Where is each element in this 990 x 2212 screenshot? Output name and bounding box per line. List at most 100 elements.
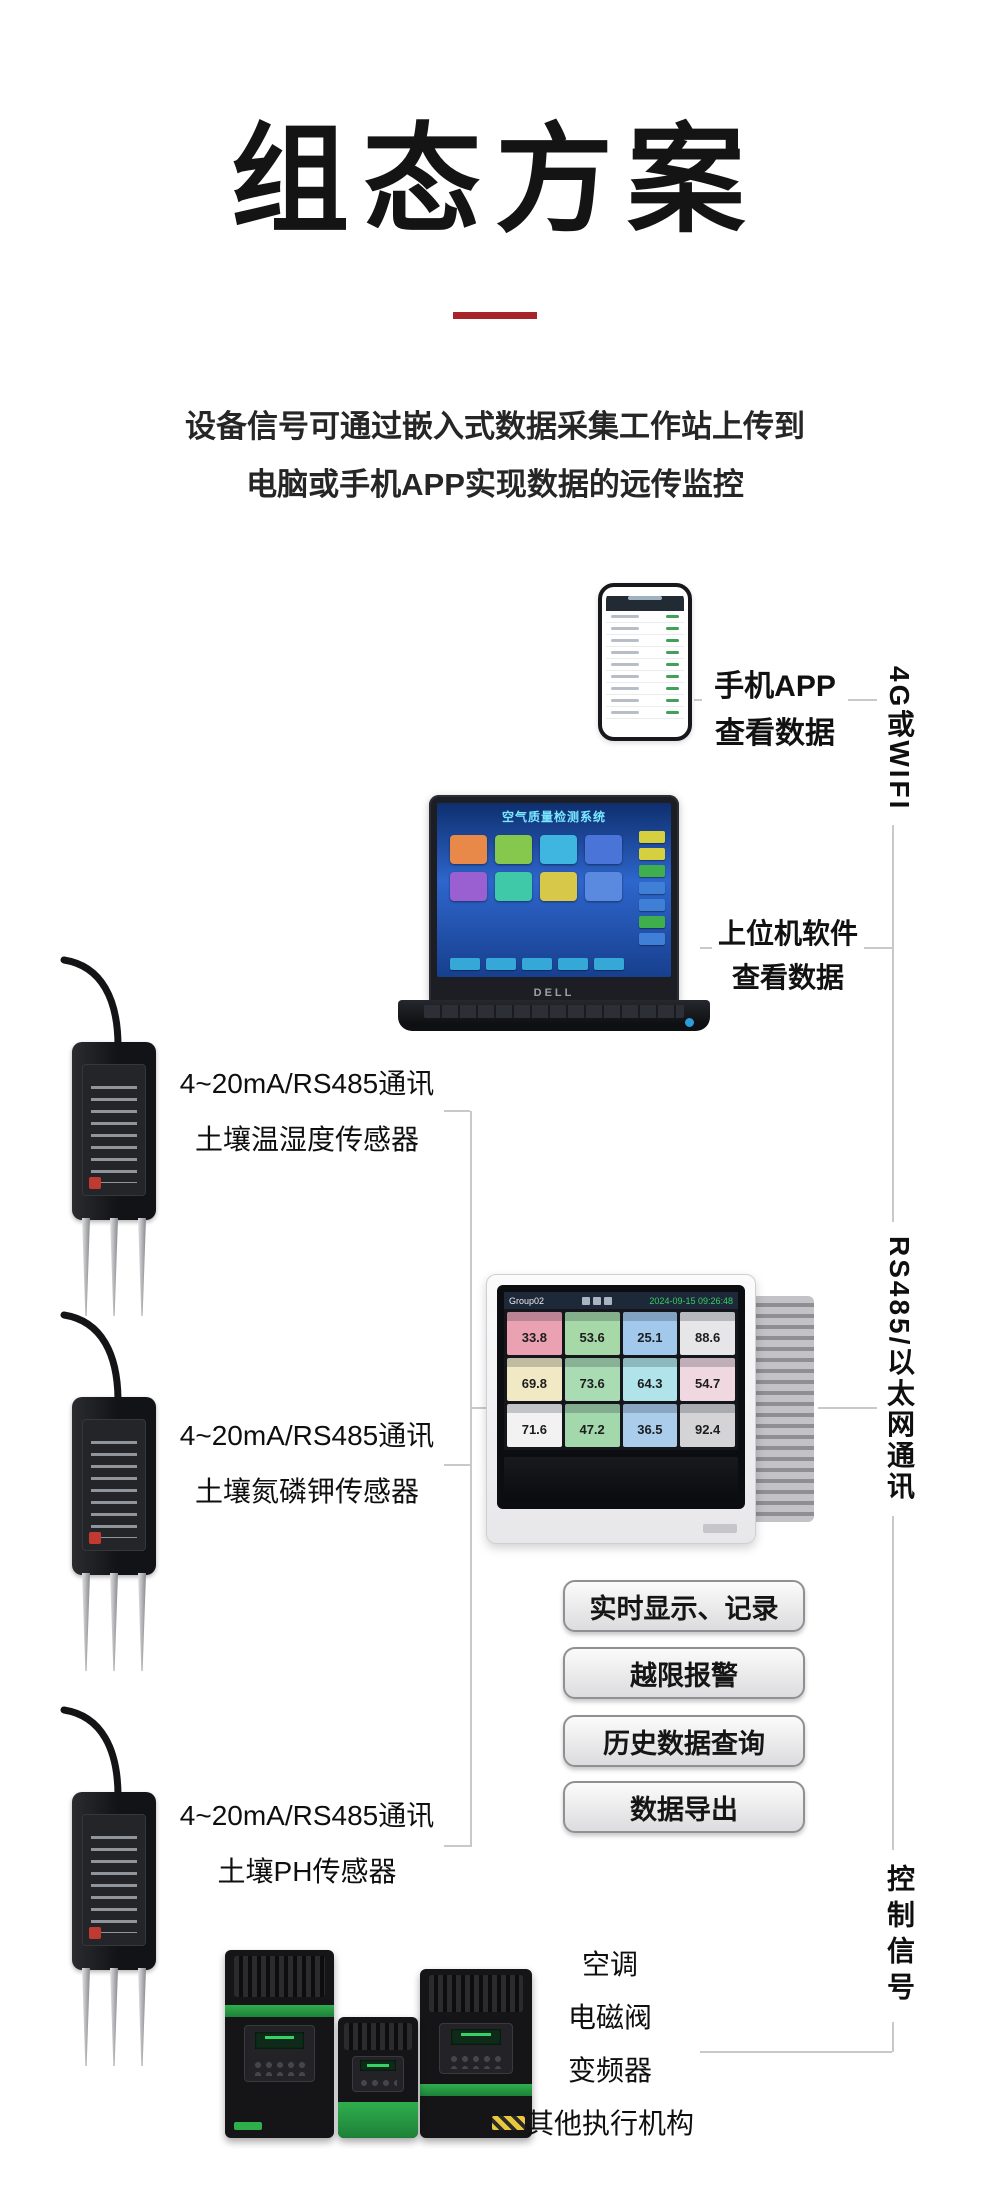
phone-list-row — [606, 611, 684, 623]
laptop-bottom-button — [486, 958, 516, 970]
laptop-display: 空气质量检测系统 — [437, 803, 671, 977]
phone-app-header — [606, 596, 684, 611]
recorder-front-door — [504, 1457, 738, 1502]
laptop-keyboard-deck — [398, 1000, 710, 1031]
smartphone-device — [598, 583, 692, 741]
laptop-tile — [585, 872, 622, 901]
laptop-bottom-button — [450, 958, 480, 970]
vfd-inverter-center — [338, 2017, 418, 2138]
recorder-channel-tile: 92.4 — [680, 1404, 735, 1447]
sensor1-label: 4~20mA/RS485通讯 土壤温湿度传感器 — [172, 1056, 442, 1168]
sensor-body — [72, 1792, 156, 1970]
vfd-display — [360, 2060, 396, 2072]
vfd-green-band — [225, 2004, 334, 2017]
recorder-channel-tile: 71.6 — [507, 1404, 562, 1447]
phone-list-row — [606, 695, 684, 707]
laptop-caption: 上位机软件 查看数据 — [712, 912, 864, 1000]
laptop-screen-title: 空气质量检测系统 — [501, 810, 606, 824]
recorder-brand-mark — [703, 1524, 737, 1533]
sensor-cable — [60, 1311, 122, 1405]
vfd-vents — [233, 1956, 326, 1998]
vfd-warning-label — [491, 2115, 526, 2130]
sensor-probe — [82, 1573, 90, 1671]
phone-list-row — [606, 659, 684, 671]
recorder-channel-tile: 33.8 — [507, 1312, 562, 1355]
actuator-label-vfd: 变频器 — [567, 2055, 652, 2086]
actuator-label-solenoid: 电磁阀 — [567, 2002, 652, 2033]
laptop-bottom-button — [594, 958, 624, 970]
channel-value: 64.3 — [637, 1376, 663, 1391]
channel-value: 33.8 — [521, 1330, 548, 1345]
bus-to-recorder-line — [470, 1407, 488, 1409]
laptop-bottom-button — [558, 958, 588, 970]
sensor1-stub-line — [444, 1110, 470, 1112]
recorder-channel-tile: 25.1 — [622, 1312, 678, 1355]
soil-ph-sensor — [58, 1700, 173, 2072]
laptop-tile-grid — [450, 835, 622, 901]
description-line-2: 电脑或手机APP实现数据的远传监控 — [246, 467, 744, 502]
recorder-screen: Group02 2024-09-15 09:26:48 33.8 53.6 25… — [504, 1292, 738, 1450]
laptop-side-button — [639, 933, 665, 945]
laptop-tile — [450, 872, 487, 901]
recorder-heatsink — [748, 1296, 814, 1522]
laptop-side-button — [639, 916, 665, 928]
sensor-probe — [138, 1218, 146, 1316]
vfd-keypad — [439, 2023, 513, 2074]
recorder-channel-tile: 36.5 — [622, 1404, 678, 1447]
sensor3-stub-line — [444, 1845, 470, 1847]
laptop-tile — [495, 872, 532, 901]
rail-label-rs485-ethernet: RS485/以太网通讯 — [877, 1222, 921, 1517]
rail-label-control-signal: 控制信号 — [877, 1850, 921, 2022]
description-line-1: 设备信号可通过嵌入式数据采集工作站上传到 — [185, 409, 805, 444]
recorder-bezel: Group02 2024-09-15 09:26:48 33.8 53.6 25… — [497, 1285, 745, 1509]
channel-value: 88.6 — [694, 1330, 721, 1345]
sensor3-name-label: 土壤PH传感器 — [217, 1856, 397, 1887]
sensor-probe — [110, 1573, 118, 1671]
title-divider — [453, 312, 537, 319]
channel-value: 25.1 — [637, 1330, 663, 1345]
rail-label-4g-wifi: 4G或WIFI — [877, 652, 921, 826]
channel-value: 92.4 — [694, 1422, 721, 1437]
laptop-side-button — [639, 865, 665, 877]
sensor-probe — [82, 1218, 90, 1316]
sensor1-comm-label: 4~20mA/RS485通讯 — [179, 1068, 435, 1099]
recorder-channel-tile: 69.8 — [507, 1358, 562, 1401]
soil-temp-humidity-sensor — [58, 950, 173, 1322]
sensor-body — [72, 1042, 156, 1220]
vfd-keypad — [351, 2055, 405, 2093]
sensor1-name-label: 土壤温湿度传感器 — [194, 1124, 419, 1155]
phone-caption: 手机APP 查看数据 — [702, 663, 848, 757]
toolbar-icon — [603, 1296, 612, 1305]
sensor-label-sticker — [82, 1419, 146, 1551]
phone-list-row — [606, 707, 684, 719]
laptop-tile — [540, 872, 577, 901]
sensor-body — [72, 1397, 156, 1575]
actuator-label-other: 其他执行机构 — [525, 2108, 694, 2139]
channel-value: 54.7 — [694, 1376, 721, 1391]
laptop-bottom-button — [522, 958, 552, 970]
laptop-caption-line-1: 上位机软件 — [717, 918, 858, 949]
sensor3-label: 4~20mA/RS485通讯 土壤PH传感器 — [172, 1788, 442, 1900]
sensor-probe — [82, 1968, 90, 2066]
vfd-buttons — [252, 2059, 307, 2077]
feature-badge-export: 数据导出 — [563, 1781, 805, 1833]
sensor-bus-line — [470, 1111, 472, 1847]
recorder-branch-line — [818, 1407, 892, 1409]
channel-value: 71.6 — [521, 1422, 548, 1437]
channel-value: 73.6 — [579, 1376, 605, 1391]
vfd-display — [450, 2028, 502, 2045]
phone-list-row — [606, 647, 684, 659]
sensor2-stub-line — [444, 1464, 470, 1466]
vfd-vents — [428, 1975, 524, 2013]
laptop-tile — [495, 835, 532, 864]
recorder-status-bar: Group02 2024-09-15 09:26:48 — [504, 1292, 738, 1309]
laptop-side-button — [639, 848, 665, 860]
laptop-brand-logo: DELL — [533, 987, 575, 999]
phone-list-row — [606, 635, 684, 647]
laptop-tile — [540, 835, 577, 864]
page-description: 设备信号可通过嵌入式数据采集工作站上传到 电脑或手机APP实现数据的远传监控 — [0, 398, 990, 514]
vfd-buttons — [448, 2054, 504, 2069]
sensor2-label: 4~20mA/RS485通讯 土壤氮磷钾传感器 — [172, 1408, 442, 1520]
recorder-channel-tile: 53.6 — [564, 1312, 620, 1355]
laptop-power-led — [685, 1018, 694, 1027]
